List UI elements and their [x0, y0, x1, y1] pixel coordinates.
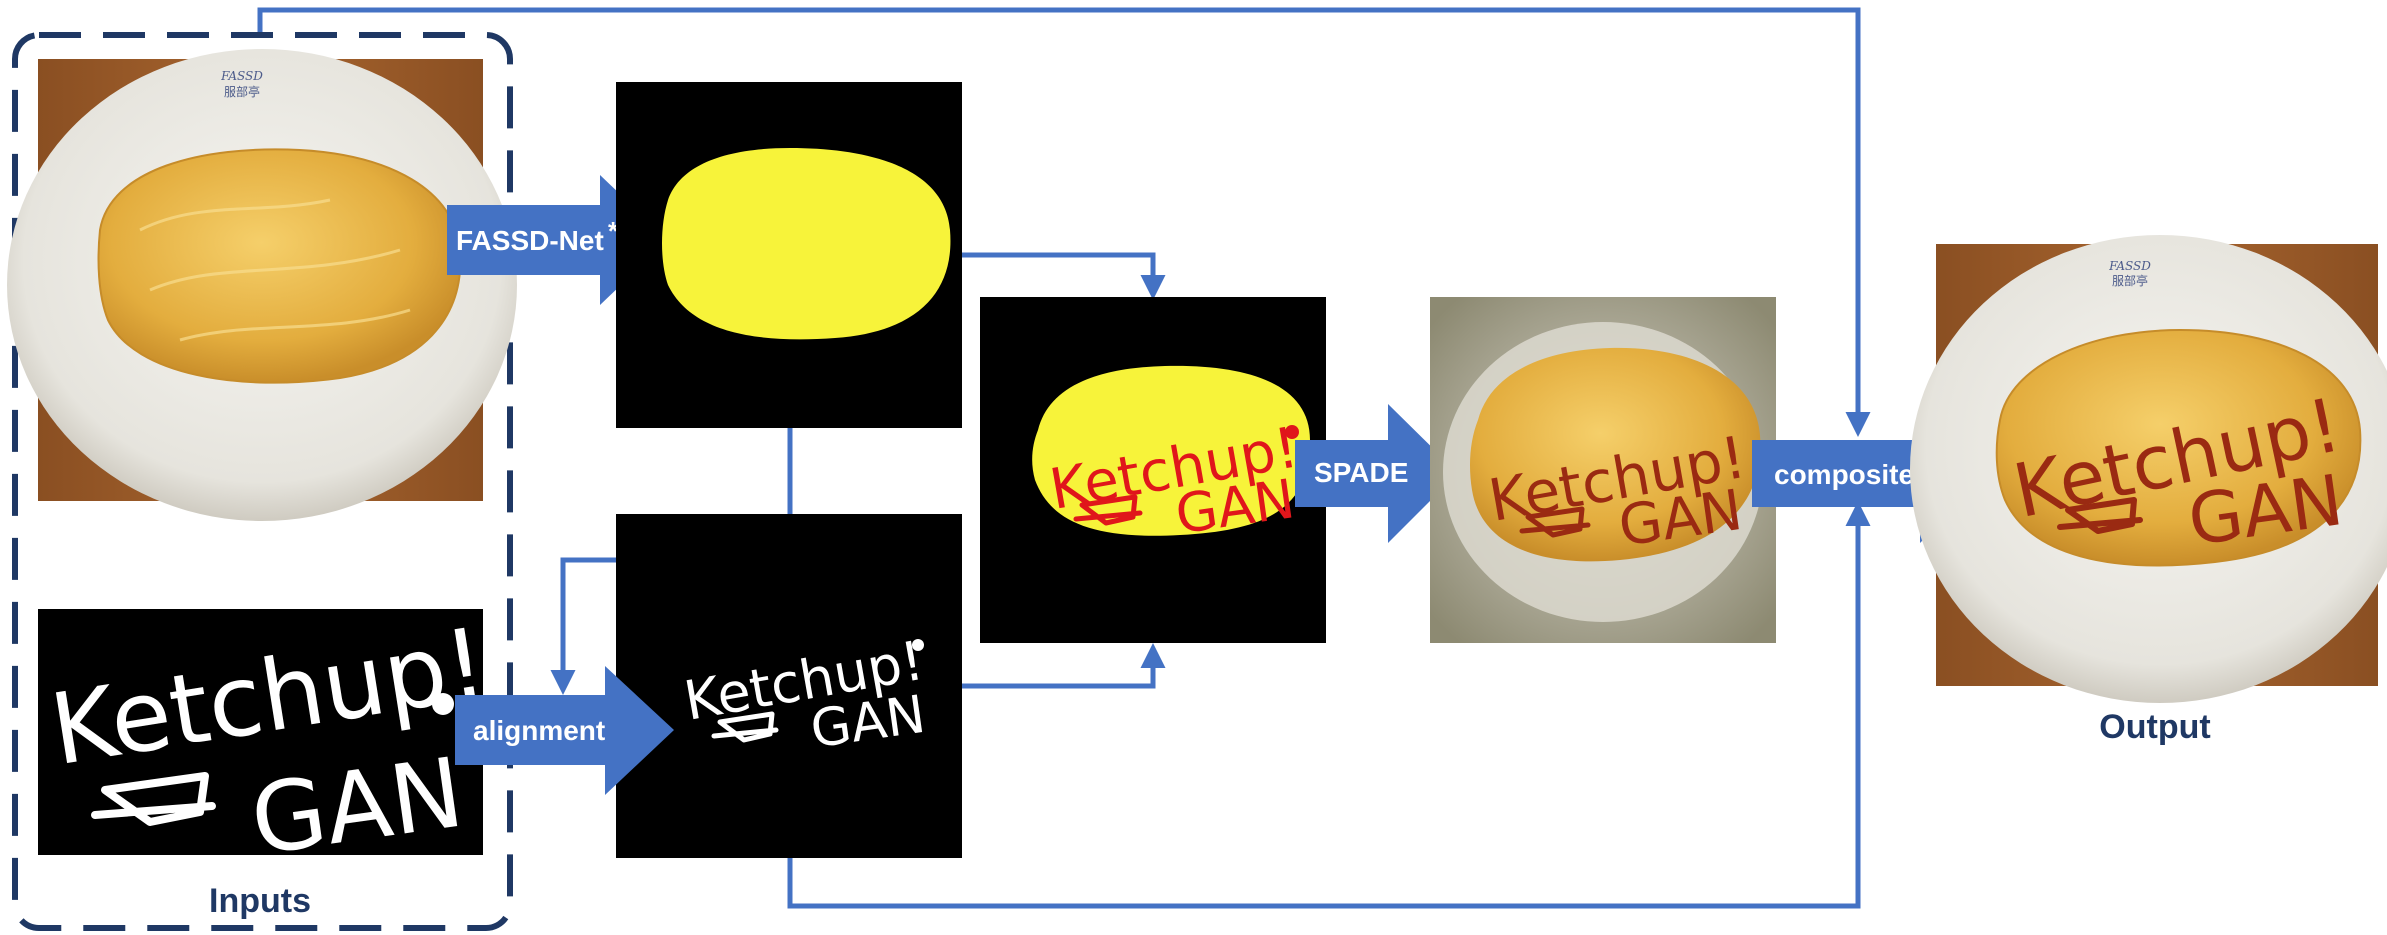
input-sketch: Ketchup! GAN	[38, 607, 494, 877]
fassd-net-arrow: FASSD-Net *	[447, 175, 668, 305]
output-caption: Output	[2099, 708, 2210, 746]
fassd-net-asterisk: *	[608, 216, 619, 246]
combined-label-map-image: Ketchup! GAN	[980, 297, 1326, 643]
spade-arrow: SPADE	[1295, 404, 1458, 543]
output-plate-stamp-line2: 服部亭	[2112, 273, 2148, 288]
segmentation-mask-image	[616, 82, 962, 428]
inputs-caption: Inputs	[209, 882, 311, 920]
connector-aligned-to-combined	[962, 643, 1166, 689]
input-photo: FASSD 服部亭	[7, 49, 517, 521]
inputs-dashed-box	[12, 32, 513, 931]
alignment-arrow: alignment	[455, 666, 674, 795]
output-plate-stamp-line1: FASSD	[2108, 259, 2151, 273]
output-photo: Ketchup! GAN FASSD 服部亭	[1910, 235, 2387, 703]
composite-label: composite	[1774, 459, 1914, 490]
generated-image: Ketchup! GAN	[1430, 297, 1776, 643]
alignment-label: alignment	[473, 715, 605, 746]
connector-mask-to-combined	[962, 252, 1166, 300]
connector-input-to-composite	[257, 7, 1871, 437]
connector-aligned-to-composite	[787, 501, 1871, 909]
plate-stamp-line1: FASSD	[220, 69, 263, 83]
plate-stamp-line2: 服部亭	[224, 84, 260, 99]
spade-label: SPADE	[1314, 457, 1408, 488]
aligned-sketch-image: Ketchup! GAN	[616, 514, 962, 858]
fassd-net-label: FASSD-Net	[456, 225, 604, 256]
